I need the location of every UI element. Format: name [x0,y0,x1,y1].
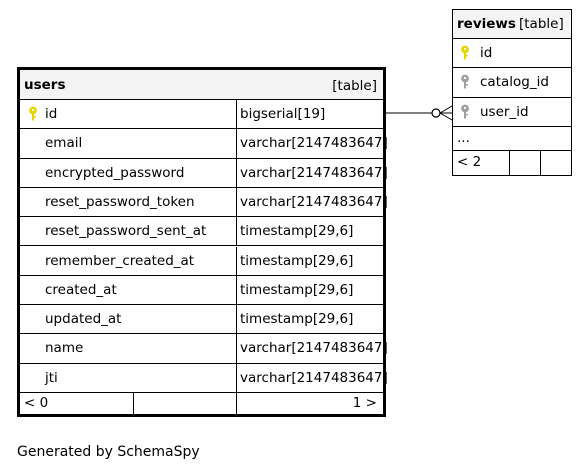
column-name-cell: reset_password_token [20,187,237,217]
column-name-cell: name [20,334,237,363]
column-name-cell: reset_password_sent_at [20,217,237,246]
users-table[interactable]: users [table] id bigserial[19] email varcha… [17,67,388,417]
reviews-footer-spacer-2 [541,151,571,175]
users-children-count[interactable]: 1 > [352,395,377,411]
reviews-table-name: reviews [457,16,516,32]
users-parents-count[interactable]: < 0 [20,392,134,414]
foreign-key-icon [460,74,470,94]
users-table-header: users [table] [20,70,383,100]
users-table-name: users [24,77,66,93]
column-name: encrypted_password [45,164,185,181]
reviews-column-row[interactable]: id [453,39,571,69]
column-type-cell: bigserial[19] [237,100,383,128]
column-name-cell: id [20,100,237,129]
users-footer-spacer [134,392,237,414]
column-name: created_at [45,281,117,298]
column-type-cell: timestamp[29,6] [237,305,383,333]
column-name: reset_password_sent_at [45,223,207,240]
column-name: jti [45,369,58,386]
column-type: varchar[2147483647] [240,193,388,210]
users-column-row[interactable]: name varchar[2147483647] [20,334,388,364]
reviews-table-footer: < 2 [453,151,571,175]
users-column-row[interactable]: reset_password_sent_at timestamp[29,6] [20,217,383,247]
column-name: email [45,135,83,152]
zero-cardinality-marker [431,108,441,118]
reviews-more-row: ... [453,127,571,151]
column-name: user_id [480,103,529,120]
users-column-row[interactable]: jti varchar[2147483647] [20,363,388,393]
primary-key-icon [460,45,470,65]
generated-by-note: Generated by SchemaSpy [17,444,200,460]
users-column-row[interactable]: id bigserial[19] [20,100,383,130]
column-type: timestamp[29,6] [240,311,354,328]
reviews-footer-spacer [510,151,541,175]
reviews-column-row[interactable]: catalog_id [453,68,571,98]
column-type: timestamp[29,6] [240,252,354,269]
column-name-cell: jti [20,363,237,392]
column-type-cell: varchar[2147483647] [237,188,388,216]
column-type: varchar[2147483647] [240,340,388,357]
column-type-cell: varchar[2147483647] [237,364,388,392]
column-type: varchar[2147483647] [240,164,388,181]
reviews-column-row[interactable]: user_id [453,98,571,127]
foreign-key-icon [460,104,470,124]
column-type: timestamp[29,6] [240,281,354,298]
crowfoot-marker [439,105,453,114]
reviews-more-text: ... [457,130,470,146]
column-name-cell: created_at [20,275,237,305]
users-column-row[interactable]: updated_at timestamp[29,6] [20,305,383,335]
users-table-kind: [table] [332,78,377,94]
column-name: id [480,45,493,61]
users-column-row[interactable]: reset_password_token varchar[2147483647] [20,187,388,218]
column-type-cell: timestamp[29,6] [237,217,383,245]
column-type: varchar[2147483647] [240,135,388,152]
column-name: catalog_id [480,74,549,91]
column-name: id [45,106,58,122]
column-type: timestamp[29,6] [240,223,354,240]
reviews-table-kind: [table] [519,16,564,32]
reviews-parents-count[interactable]: < 2 [453,151,510,175]
users-column-row[interactable]: email varchar[2147483647] [20,129,388,159]
column-type-cell: timestamp[29,6] [237,276,383,304]
column-type-cell: varchar[2147483647] [237,129,388,157]
primary-key-icon [28,106,38,126]
column-name: remember_created_at [45,252,195,269]
users-column-row[interactable]: created_at timestamp[29,6] [20,275,383,306]
column-type: bigserial[19] [240,106,326,122]
column-name: updated_at [45,311,122,328]
column-type-cell: varchar[2147483647] [237,334,388,362]
column-name-cell: email [20,129,237,158]
column-name-cell: remember_created_at [20,246,237,275]
users-table-footer: < 0 1 > [20,392,383,414]
column-name: reset_password_token [45,193,195,210]
column-type-cell: varchar[2147483647] [237,159,388,187]
column-name-cell: updated_at [20,305,237,334]
column-type-cell: timestamp[29,6] [237,247,383,275]
users-column-row[interactable]: remember_created_at timestamp[29,6] [20,246,383,276]
column-name-cell: encrypted_password [20,158,237,187]
reviews-table-header: reviews [table] [453,10,571,39]
column-type: varchar[2147483647] [240,369,388,386]
column-name: name [45,340,84,357]
users-column-row[interactable]: encrypted_password varchar[2147483647] [20,158,388,188]
